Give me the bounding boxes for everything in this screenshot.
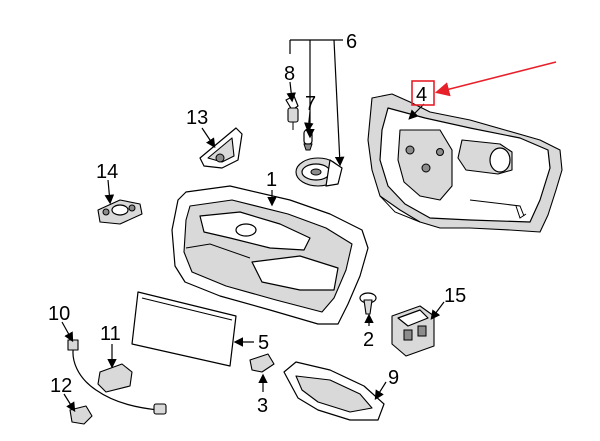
callout-6: 6	[346, 31, 357, 53]
part-15-window-switch	[391, 305, 435, 357]
callout-2: 2	[363, 329, 374, 351]
callout-10: 10	[48, 303, 70, 325]
part-14-mirror-switch	[97, 199, 143, 225]
part-4-highlight	[411, 61, 557, 106]
callout-5: 5	[258, 332, 269, 354]
part-13-mirror-trim-cover	[199, 127, 243, 169]
callout-8: 8	[284, 63, 295, 85]
part-7-bulb	[303, 129, 313, 151]
part-8-socket	[285, 95, 299, 130]
part-5-armrest-pad	[131, 291, 237, 367]
part-4-door-inner-panel	[367, 93, 563, 233]
callout-13: 13	[186, 107, 208, 129]
callout-labels: 1 2 3 4 5 6 7 8 9 10 11 12 13 14 15	[48, 31, 466, 417]
callout-1: 1	[266, 169, 277, 191]
part-12-retainer	[69, 405, 93, 425]
part-6-speaker-assembly	[295, 157, 343, 187]
callout-12: 12	[50, 375, 72, 397]
part-9-pull-cup	[283, 361, 385, 421]
callout-9: 9	[388, 367, 399, 389]
part-3-handle-bezel	[249, 353, 275, 373]
callout-14: 14	[96, 161, 118, 183]
part-11-bracket	[97, 363, 133, 393]
callout-11: 11	[100, 323, 121, 345]
callout-4: 4	[416, 84, 427, 106]
callout-4-highlight-box	[411, 80, 435, 106]
part-10-cable	[67, 339, 167, 415]
part-2-push-clip	[359, 292, 377, 315]
callout-15: 15	[444, 285, 466, 307]
callout-3: 3	[257, 395, 268, 417]
callout-7: 7	[305, 93, 316, 115]
leader-lines	[61, 39, 445, 413]
callout-4-highlight-arrow	[434, 61, 557, 97]
part-1-door-trim-panel	[171, 185, 369, 325]
